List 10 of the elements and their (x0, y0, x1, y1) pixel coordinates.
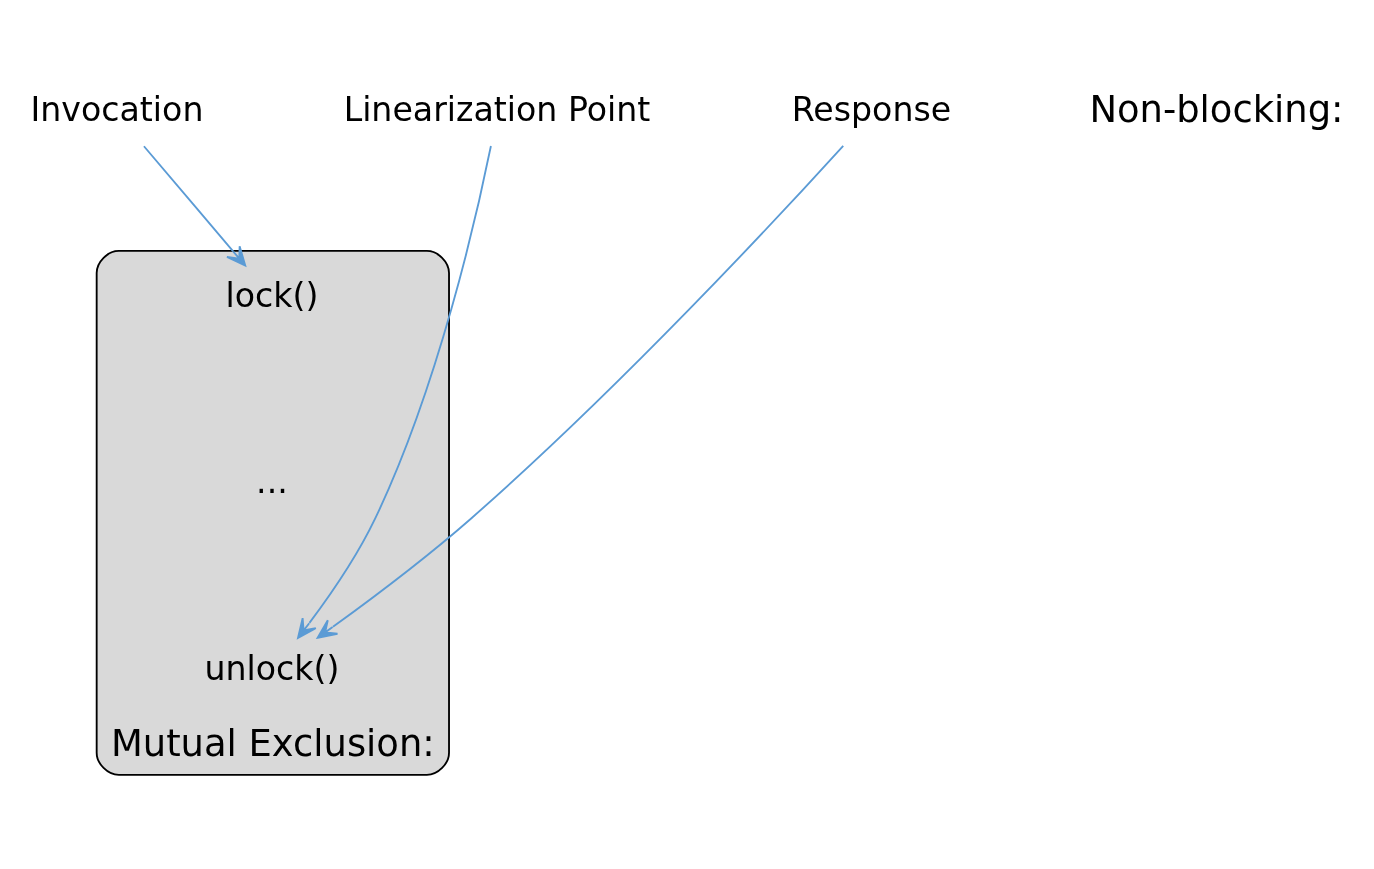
label: Non-blocking: (1089, 87, 1344, 131)
arrow (143, 145, 247, 267)
node-text: lock() (225, 276, 319, 316)
node-text: unlock() (204, 648, 340, 688)
node-text: Response (791, 89, 952, 129)
arrow (316, 144, 845, 639)
arrow (297, 145, 492, 639)
node-text: Linearization Point (343, 89, 651, 129)
node-text: Invocation (30, 89, 204, 129)
node-text: ... (256, 462, 288, 502)
